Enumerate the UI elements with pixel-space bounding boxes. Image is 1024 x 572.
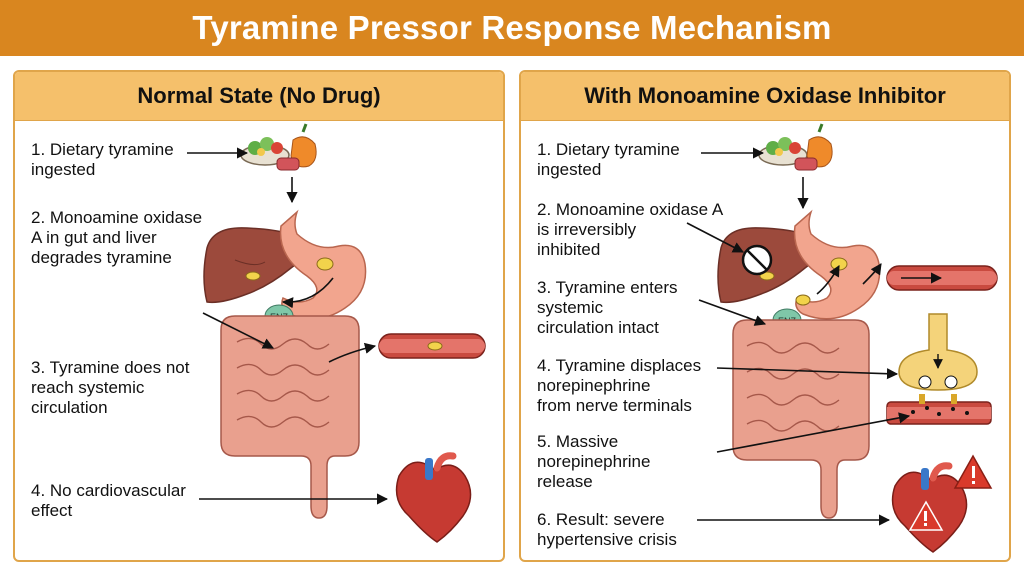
blood-vessel-icon [378, 333, 486, 359]
food-icon [240, 123, 317, 171]
maoi-step-3: 3. Tyramine enters systemic circulation … [537, 278, 678, 337]
food-icon [758, 123, 833, 171]
warning-icon [953, 454, 993, 489]
intestine-icon [732, 319, 870, 519]
blood-vessel-icon [886, 265, 998, 291]
stomach-icon [793, 209, 881, 320]
title-bar: Tyramine Pressor Response Mechanism [0, 0, 1024, 56]
maoi-heading: With Monoamine Oxidase Inhibitor [584, 83, 946, 108]
normal-step-2: 2. Monoamine oxidase A in gut and liver … [31, 208, 203, 267]
maoi-panel: With Monoamine Oxidase Inhibitor [519, 70, 1011, 562]
warning-icon [908, 500, 944, 531]
nerve-terminal-icon [886, 313, 992, 425]
normal-state-illustration: ENZ ENZ [187, 123, 486, 543]
maoi-illustration: ENZ ENZ [686, 123, 998, 553]
intestine-icon [220, 315, 360, 519]
maoi-header: With Monoamine Oxidase Inhibitor [521, 72, 1009, 121]
normal-step-3: 3. Tyramine does not reach systemic circ… [31, 358, 190, 417]
maoi-step-2: 2. Monoamine oxidase A is irreversibly i… [537, 200, 724, 259]
maoi-step-5: 5. Massive norepinephrine release [537, 432, 651, 491]
normal-step-1: 1. Dietary tyramine ingested [31, 140, 174, 179]
normal-step-4: 4. No cardiovascular effect [31, 481, 186, 520]
page-title: Tyramine Pressor Response Mechanism [192, 9, 832, 46]
liver-icon [203, 227, 307, 304]
inhibition-icon [741, 244, 773, 276]
maoi-step-1: 1. Dietary tyramine ingested [537, 140, 680, 179]
heart-icon [395, 452, 472, 543]
maoi-step-6: 6. Result: severe hypertensive crisis [537, 510, 677, 549]
normal-state-heading: Normal State (No Drug) [137, 83, 381, 108]
maoi-step-4: 4. Tyramine displaces norepinephrine fro… [537, 356, 702, 415]
stomach-icon [279, 209, 367, 320]
normal-state-header: Normal State (No Drug) [15, 72, 503, 121]
normal-state-panel: Normal State (No Drug) [13, 70, 505, 562]
